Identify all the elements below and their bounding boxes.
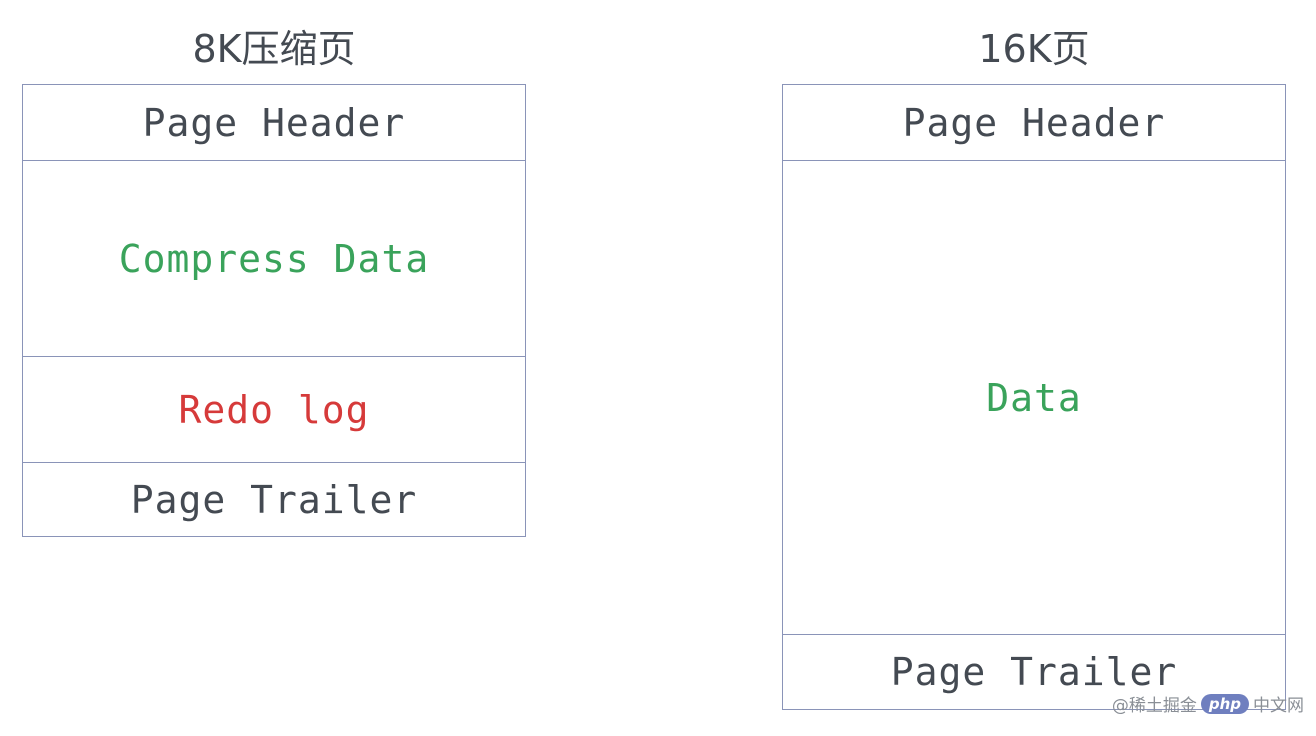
page-16k-title: 16K页 [978,27,1090,71]
right-data-label: Data [986,375,1082,420]
watermark-prefix: @稀土掘金 [1111,696,1197,716]
watermark-suffix: 中文网 [1253,696,1304,716]
right-page-header-label: Page Header [902,100,1166,145]
watermark: @稀土掘金 php 中文网 [1112,691,1304,716]
right-data: Data [783,161,1285,635]
php-logo-icon: php [1200,693,1249,714]
compressed-page-title: 8K压缩页 [192,27,356,71]
left-page-trailer: Page Trailer [23,463,525,536]
left-page-header: Page Header [23,85,525,161]
left-redo-log: Redo log [23,357,525,463]
right-page-trailer-label: Page Trailer [890,650,1178,694]
page-16k-box: Page Header Data Page Trailer [782,84,1286,710]
left-compress-data-label: Compress Data [118,236,430,281]
right-page-trailer: Page Trailer [783,635,1285,709]
compressed-page-box: Page Header Compress Data Redo log Page … [22,84,526,537]
left-redo-log-label: Redo log [178,387,370,432]
left-page-header-label: Page Header [142,100,406,145]
right-page-header: Page Header [783,85,1285,161]
left-compress-data: Compress Data [23,161,525,357]
left-page-trailer-label: Page Trailer [130,477,418,522]
